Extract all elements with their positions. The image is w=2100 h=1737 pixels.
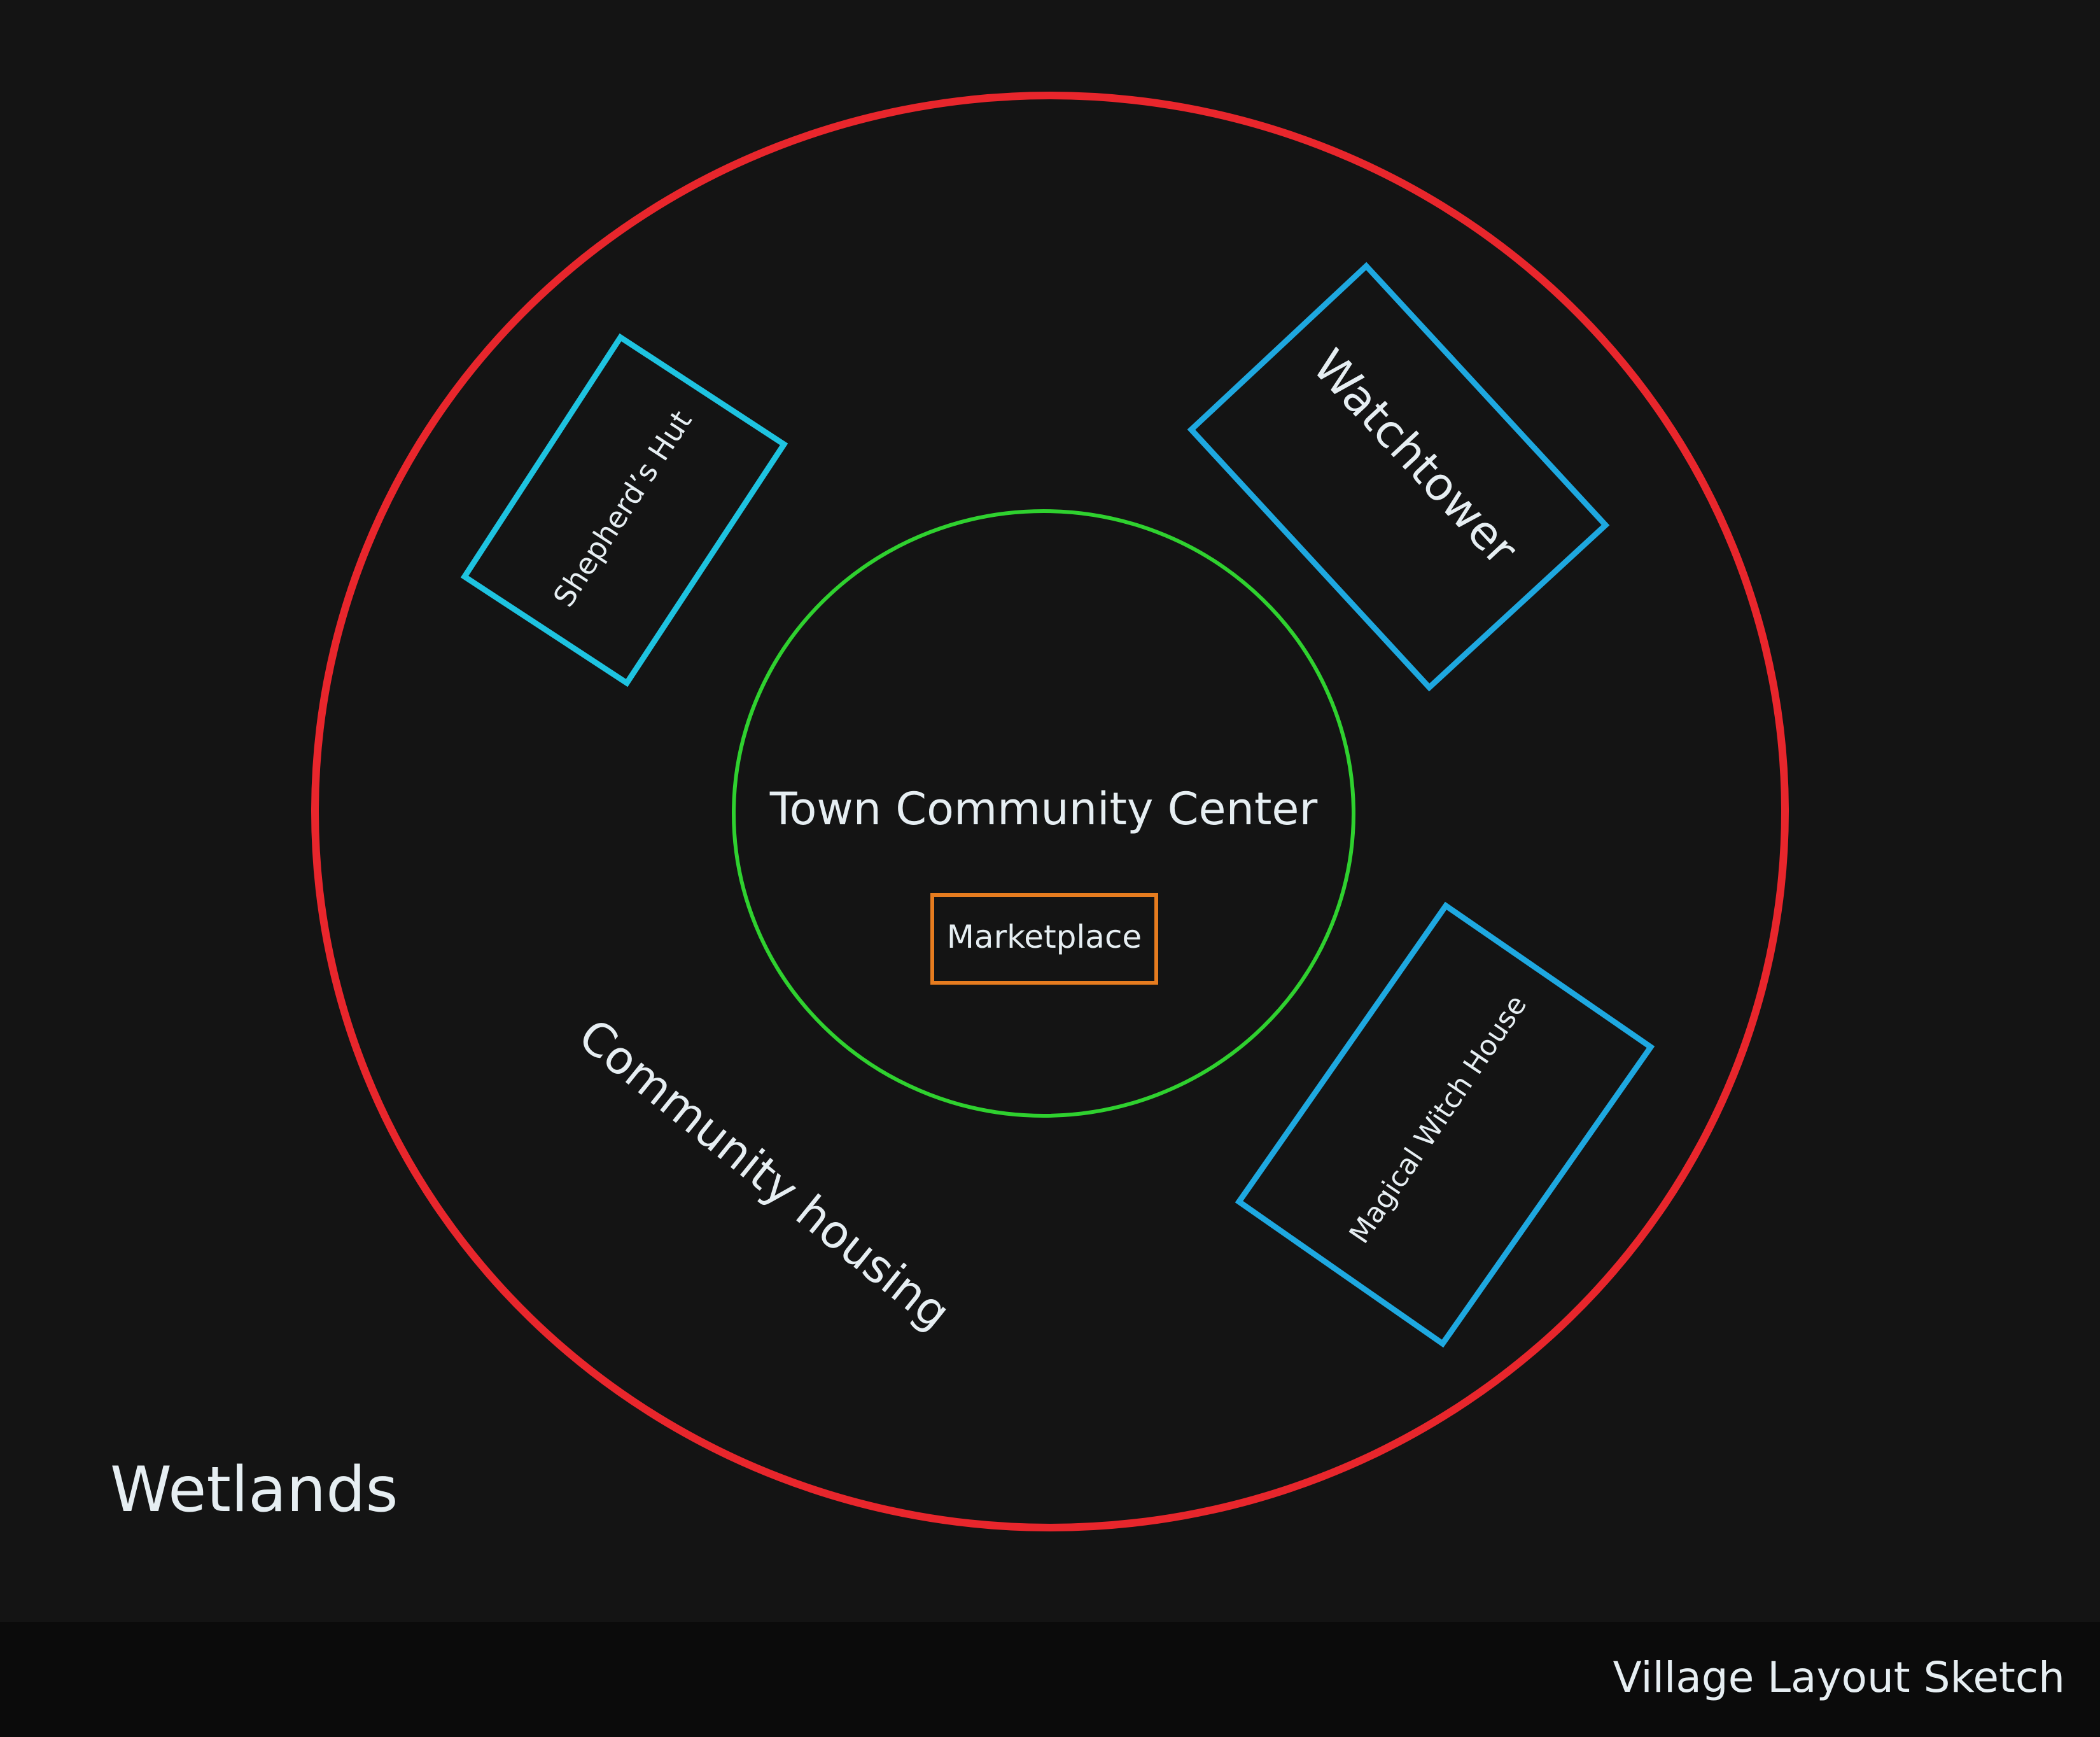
magical-witch-house-outline <box>1235 901 1655 1348</box>
shepherds-hut-outline <box>460 333 788 687</box>
marketplace-box <box>930 893 1158 985</box>
marketplace-label: Marketplace <box>947 918 1142 955</box>
footer-caption: Village Layout Sketch <box>1613 1653 2065 1702</box>
town-center-label: Town Community Center <box>769 783 1318 835</box>
watchtower-outline <box>1187 262 1610 692</box>
village-boundary-circle <box>311 92 1789 1531</box>
town-center-circle <box>732 509 1355 1118</box>
footer-bar <box>0 1622 2100 1737</box>
wetlands-label: Wetlands <box>110 1454 398 1526</box>
